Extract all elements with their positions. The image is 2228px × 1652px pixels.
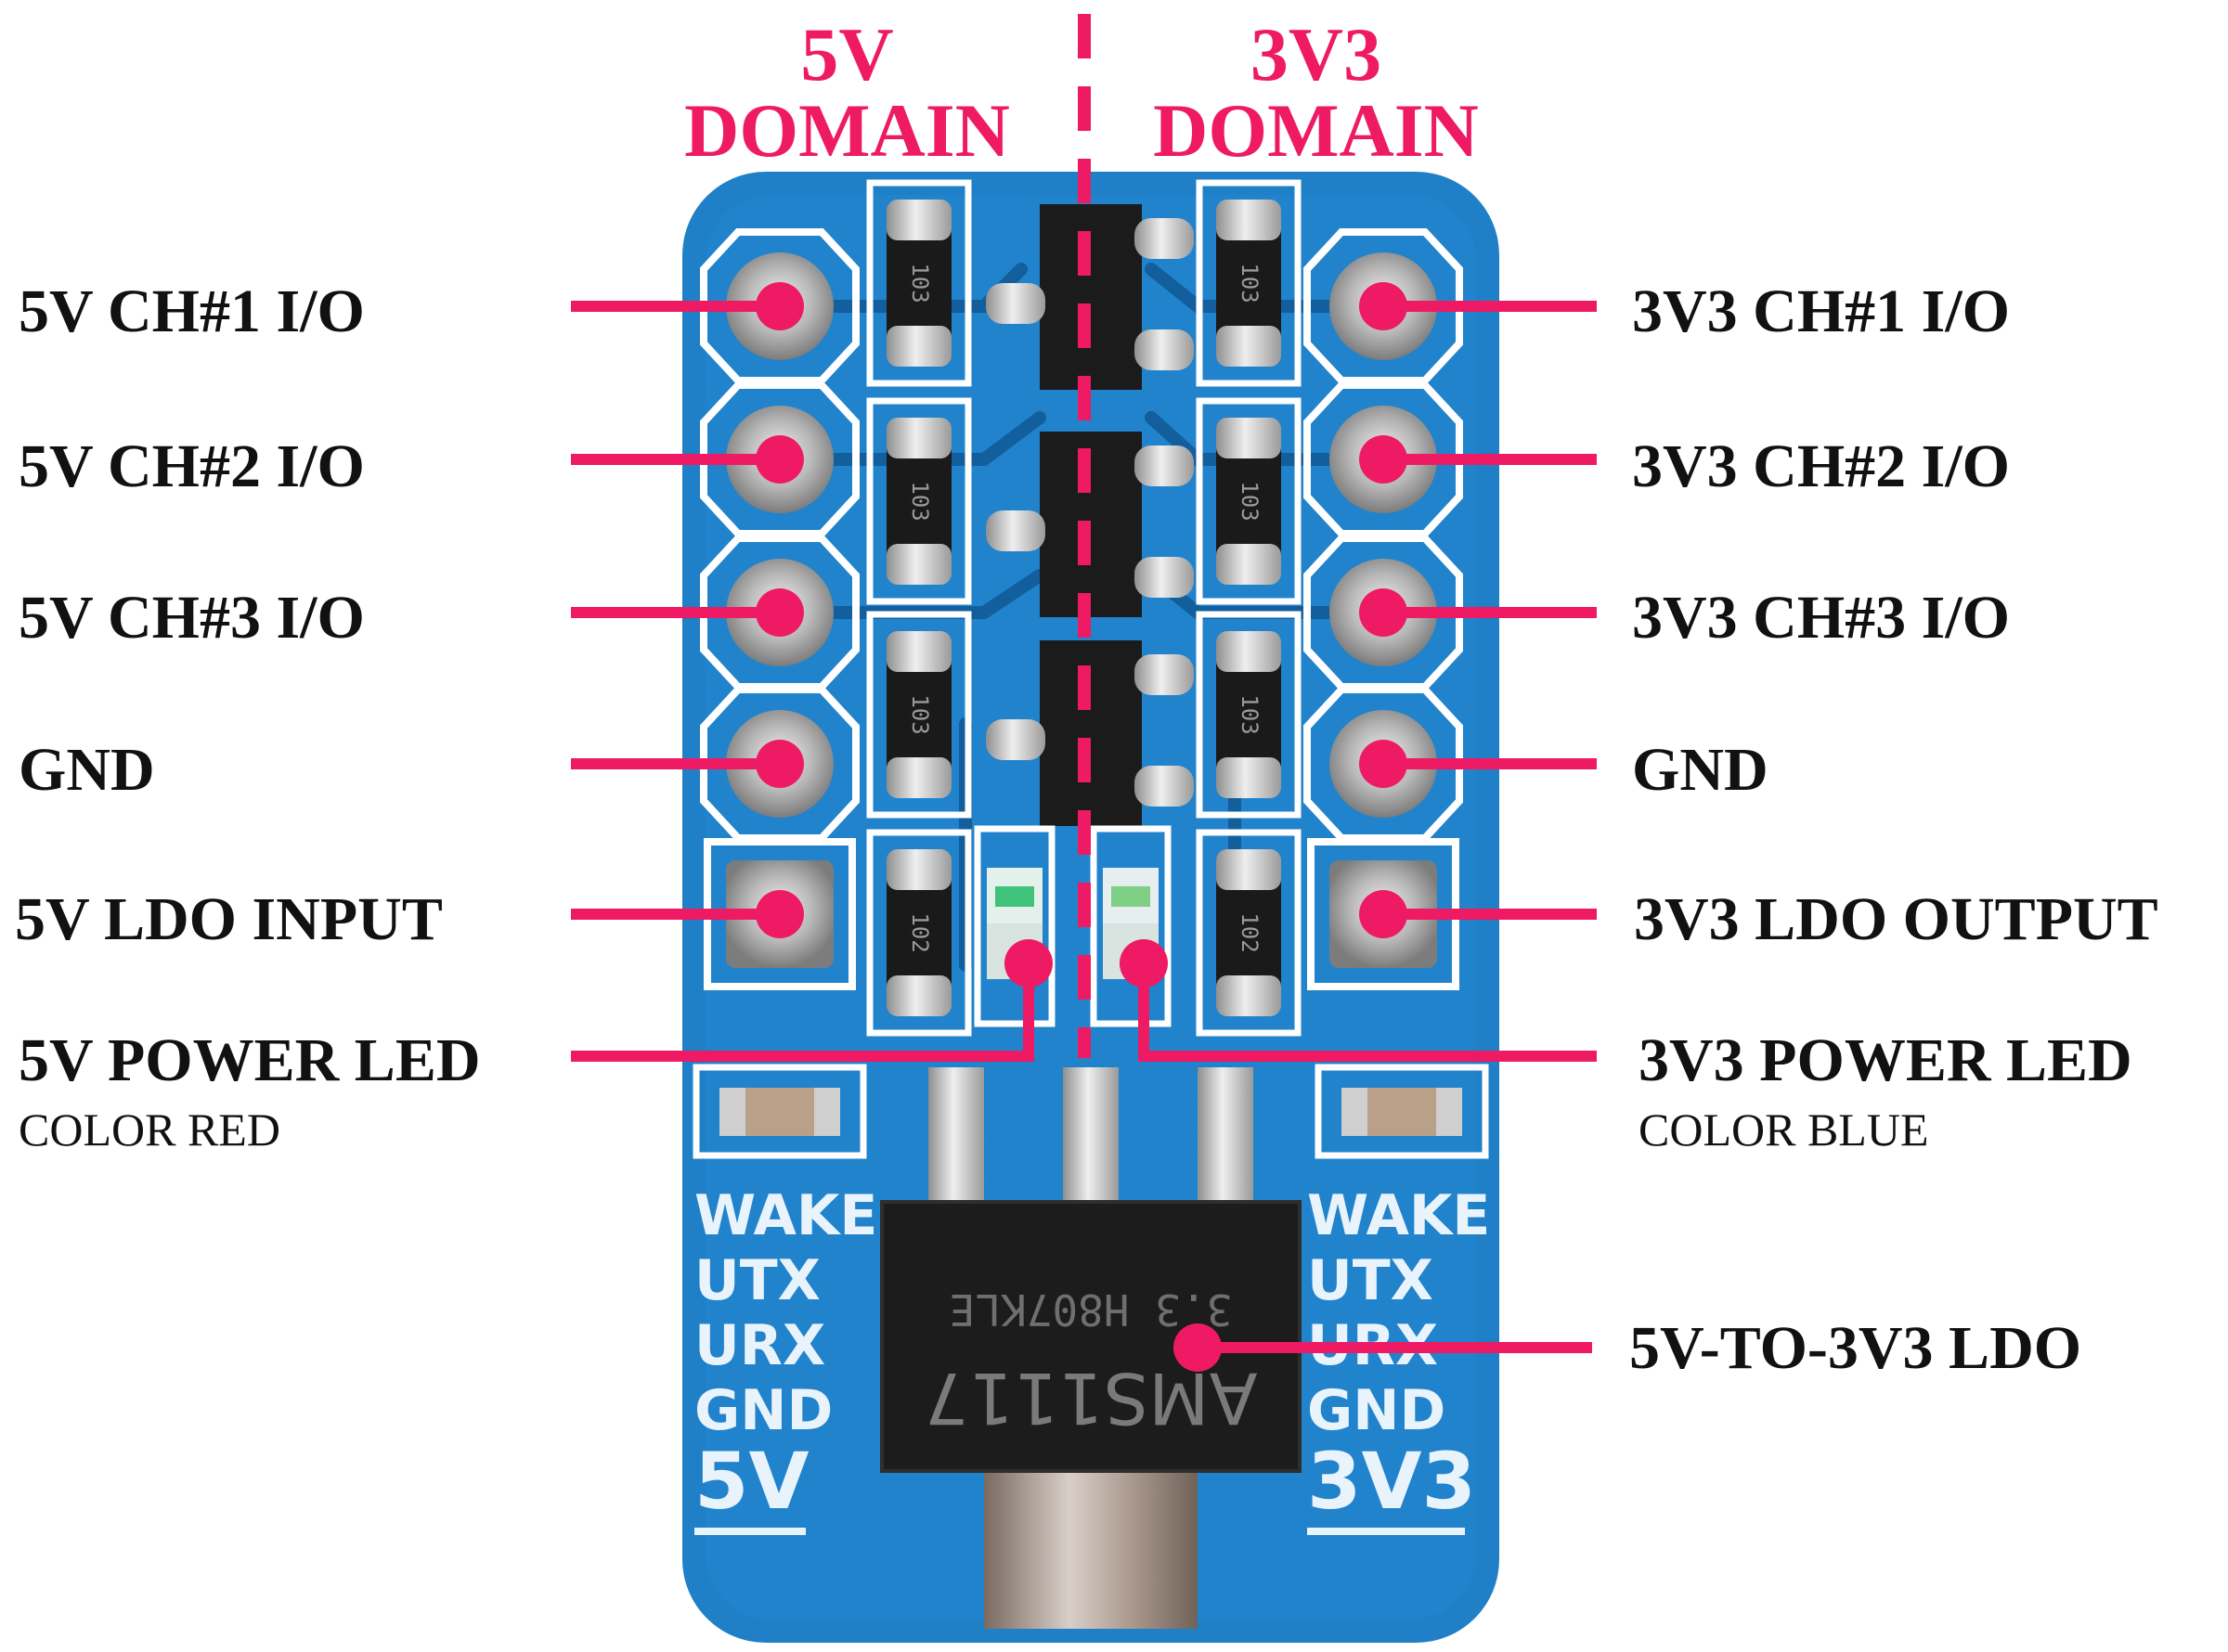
resistor-code: 102 [907, 912, 933, 952]
resistor-3: 103 [866, 611, 972, 819]
leader-dot-right-4 [1359, 740, 1407, 788]
resistor-code: 103 [907, 263, 933, 303]
label-3v3-ldo-output: 3V3 LDO OUTPUT [1634, 885, 2158, 953]
label-3v3-led-color: COLOR BLUE [1639, 1103, 1929, 1155]
3v3-domain-title-line1: 3V3 [1250, 12, 1382, 97]
label-3v3-ch1: 3V3 CH#1 I/O [1632, 277, 2011, 345]
resistor-group: 103 103 103 103 103 103 102 102 [866, 179, 1302, 1037]
resistor-6: 103 [1196, 611, 1302, 819]
leader-3v3-led [1138, 963, 1597, 1062]
resistor-5: 103 [1196, 397, 1302, 605]
resistor-2: 103 [866, 397, 972, 605]
right-silk-wake: WAKE [1307, 1183, 1490, 1248]
resistor-code: 102 [1237, 912, 1263, 952]
leader-dot-right-2 [1359, 435, 1407, 484]
label-5v-gnd: GND [19, 736, 155, 804]
leader-dot-left-1 [756, 282, 804, 330]
label-3v3-ch2: 3V3 CH#2 I/O [1632, 432, 2011, 500]
mosfet-1 [986, 204, 1194, 390]
leader-dot-left-3 [756, 588, 804, 637]
leader-dot-left-5 [756, 890, 804, 938]
resistor-4: 103 [1196, 179, 1302, 387]
leader-dot-right-5 [1359, 890, 1407, 938]
leader-dot-5v-led [1004, 939, 1053, 987]
resistor-code: 103 [1237, 481, 1263, 521]
regulator-marking-line1: 3.3 H807KLE [950, 1284, 1233, 1335]
label-5v-led-color: COLOR RED [19, 1103, 280, 1155]
right-silk-gnd: GND [1307, 1378, 1445, 1443]
left-silk-utx: UTX [694, 1248, 821, 1313]
label-5v-power-led: 5V POWER LED [19, 1026, 481, 1094]
resistor-code: 103 [1237, 263, 1263, 303]
leader-dot-ldo [1173, 1323, 1222, 1372]
left-silk-5v: 5V [694, 1436, 809, 1527]
right-capacitor [1315, 1064, 1489, 1159]
left-capacitor [693, 1064, 867, 1159]
resistor-code: 103 [907, 694, 933, 734]
resistor-8: 102 [1196, 829, 1302, 1037]
label-5v-ch3: 5V CH#3 I/O [19, 584, 365, 652]
resistor-code: 103 [907, 481, 933, 521]
label-3v3-power-led: 3V3 POWER LED [1639, 1026, 2132, 1094]
3v3-domain-title: 3V3 DOMAIN [1146, 17, 1485, 169]
resistor-1: 103 [866, 179, 972, 387]
label-3v3-ch3: 3V3 CH#3 I/O [1632, 584, 2011, 652]
5v-domain-title-line1: 5V [800, 12, 894, 97]
leader-dot-3v3-led [1120, 939, 1168, 987]
right-silk-utx: UTX [1307, 1248, 1433, 1313]
label-3v3-gnd: GND [1632, 736, 1768, 804]
ldo-regulator: 3.3 H807KLE AMS1117 [880, 1067, 1302, 1629]
leader-dot-left-2 [756, 435, 804, 484]
resistor-7: 102 [866, 829, 972, 1037]
left-silk-gnd: GND [694, 1378, 833, 1443]
label-ldo: 5V-TO-3V3 LDO [1629, 1314, 2082, 1382]
5v-domain-title: 5V DOMAIN [664, 17, 1030, 169]
leader-dot-left-4 [756, 740, 804, 788]
left-silk-wake: WAKE [694, 1183, 877, 1248]
label-5v-ch1: 5V CH#1 I/O [19, 277, 365, 345]
leader-5v-led [571, 963, 1034, 1062]
left-silk-urx: URX [694, 1313, 825, 1378]
3v3-domain-title-line2: DOMAIN [1153, 88, 1479, 173]
leader-dot-right-1 [1359, 282, 1407, 330]
leader-lines [571, 301, 1597, 1353]
5v-domain-title-line2: DOMAIN [684, 88, 1010, 173]
leader-dots [756, 282, 1407, 1372]
label-5v-ldo-input: 5V LDO INPUT [15, 885, 443, 953]
leader-dot-right-3 [1359, 588, 1407, 637]
resistor-code: 103 [1237, 694, 1263, 734]
label-5v-ch2: 5V CH#2 I/O [19, 432, 365, 500]
right-silk-3v3: 3V3 [1307, 1436, 1476, 1527]
